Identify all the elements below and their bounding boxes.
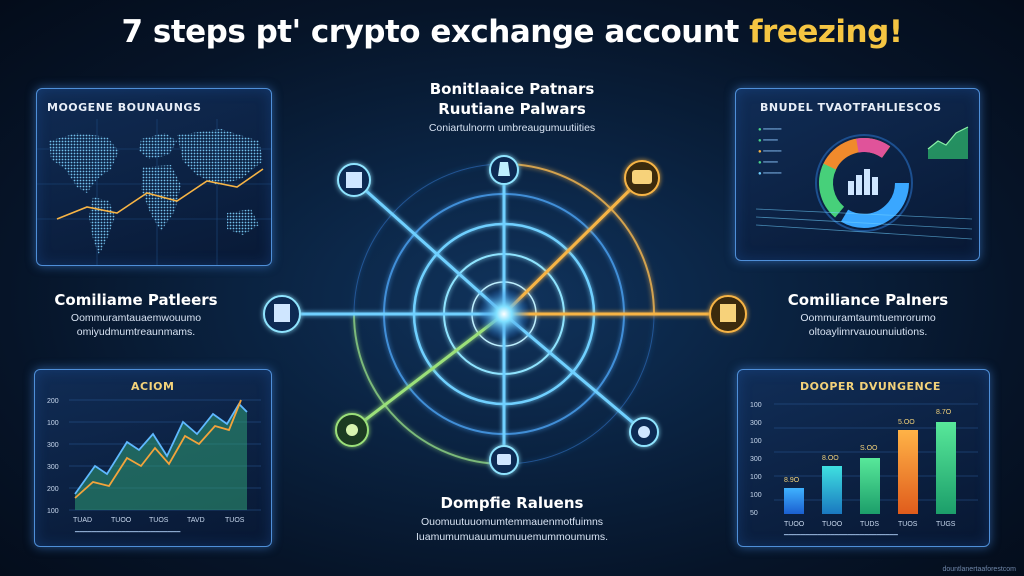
x-tick: TUAD	[73, 517, 92, 524]
donut-panel: BNUDEL TVAOTFAHLIESCOS ● ━━━━━ ● ━━━━ ● …	[735, 88, 980, 261]
bar-label: 5.OO	[898, 419, 915, 426]
watermark: dountlanertaaforestcom	[942, 566, 1016, 573]
y-tick: 50	[750, 510, 758, 517]
continent-south-america	[89, 197, 115, 255]
series-line-blue	[74, 402, 248, 495]
bar-panel-title: DOOPER DVUNGENCE	[800, 380, 941, 393]
y-tick: 300	[47, 442, 59, 449]
building-icon	[263, 295, 301, 333]
world-map-graphic	[37, 119, 271, 265]
wallet-icon	[489, 445, 519, 475]
center-top-heading-1: Bonitlaaice Patnars	[429, 80, 595, 98]
bar-label: 8.OO	[822, 455, 839, 462]
center-bottom-subtext-2: Iuamumumuauumumuuemummoumums.	[416, 531, 608, 543]
central-hub-graphic	[263, 155, 747, 475]
donut-panel-title: BNUDEL TVAOTFAHLIESCOS	[760, 101, 942, 114]
legend-item: ● ━━━━	[758, 160, 778, 166]
left-mid-subtext-2: omiyudmumtreaunmams.	[76, 326, 196, 338]
bar	[860, 458, 880, 514]
continent-europe	[139, 133, 177, 159]
y-tick: 100	[47, 508, 59, 515]
mini-area-chart	[927, 126, 969, 159]
donut-graphic	[755, 126, 973, 240]
x-tick: TUDS	[860, 521, 879, 528]
legend-item: ● ━━━━━	[758, 127, 782, 133]
donut-segment-pink	[819, 138, 909, 229]
bar-chart-panel: DOOPER DVUNGENCE 100 300 100 300 100 100…	[737, 369, 990, 547]
line-chart: 200 100 300 300 200 100 TUAD TUOO TUOS T…	[47, 398, 261, 536]
y-tick: 300	[47, 464, 59, 471]
page-title: 7 steps pt' crypto exchange account free…	[0, 14, 1024, 50]
left-mid-subtext-1: Oommuramtauaemwouumo	[70, 312, 202, 324]
building-icon	[709, 295, 747, 333]
left-mid-heading: Comiliame Patleers	[54, 291, 218, 309]
center-top-heading-2: Ruutiane Palwars	[438, 100, 586, 118]
x-tick: TUOS	[898, 521, 918, 528]
continent-asia	[177, 129, 263, 185]
x-tick: TUGS	[936, 521, 956, 528]
x-tick: TUOO	[822, 521, 843, 528]
building-icon	[337, 163, 371, 197]
hand-coin-icon	[335, 413, 369, 447]
y-tick: 100	[750, 438, 762, 445]
y-tick: 100	[750, 402, 762, 409]
bar	[936, 422, 956, 514]
donut-segment-blue	[819, 138, 909, 228]
bar	[898, 430, 918, 514]
handshake-icon	[624, 160, 660, 196]
legend-item: ● ━━━━━	[758, 149, 782, 155]
y-tick: 200	[47, 398, 59, 405]
bar-chart-icon	[848, 169, 878, 195]
x-tick: TUOO	[111, 517, 132, 524]
bar	[784, 488, 804, 514]
bar-label: 8.9O	[784, 477, 800, 484]
bar	[822, 466, 842, 514]
bar-label: S.OO	[860, 445, 878, 452]
right-mid-subtext-2: oltoaylimrvauounuiutions.	[808, 326, 928, 338]
donut-legend: ● ━━━━━ ● ━━━━ ● ━━━━━ ● ━━━━ ● ━━━━━	[758, 125, 781, 180]
x-caption: ━━━━━━━━━━━━━━━━━━━━━━━━━━━	[783, 532, 899, 539]
center-bottom-subtext-1: Ouomuutuuomumtemmauenmotfuimns	[420, 516, 604, 528]
coin-icon	[629, 417, 659, 447]
legend-item: ● ━━━━━	[758, 171, 782, 177]
x-tick: TAVD	[187, 517, 205, 524]
right-mid-subtext-1: Oommuramtaumtuemrorumo	[800, 312, 936, 324]
continent-africa	[141, 165, 181, 231]
x-tick: TUOO	[784, 521, 805, 528]
hub-node-top	[489, 155, 519, 185]
line-chart-panel: ACIOM 200 100 300 300 200 100 TUAD TUOO …	[34, 369, 272, 547]
x-tick: TUOS	[149, 517, 169, 524]
series-line-orange	[74, 399, 242, 499]
map-panel-title: MOOGENE BOUNAUNGS	[47, 101, 202, 114]
world-map-panel: MOOGENE BOUNAUNGS	[36, 88, 272, 266]
y-tick: 300	[750, 420, 762, 427]
title-part-white: 7 steps pt' crypto exchange account	[121, 14, 750, 50]
legend-item: ● ━━━━	[758, 138, 778, 144]
right-mid-heading: Comiliance Palners	[787, 291, 949, 309]
x-tick: TUOS	[225, 517, 245, 524]
y-tick: 100	[47, 420, 59, 427]
x-caption: ━━━━━━━━━━━━━━━━━━━━━━━━━	[74, 529, 181, 536]
bar-chart: 100 300 100 300 100 100 50 8.9O 8.OO S.O…	[750, 402, 978, 539]
y-tick: 100	[750, 492, 762, 499]
center-top-subtext: Coniartulnorm umbreaugumuutiities	[428, 122, 596, 134]
area-fill	[75, 404, 247, 510]
y-tick: 300	[750, 456, 762, 463]
hub-core	[478, 288, 530, 340]
continent-australia	[227, 209, 259, 235]
line-panel-title: ACIOM	[131, 380, 175, 393]
y-tick: 100	[750, 474, 762, 481]
title-part-gold: freezing!	[749, 14, 903, 50]
center-bottom-heading: Dompfie Raluens	[440, 494, 584, 512]
y-tick: 200	[47, 486, 59, 493]
continent-north-america	[49, 133, 119, 193]
bar-label: 8.7O	[936, 409, 952, 416]
